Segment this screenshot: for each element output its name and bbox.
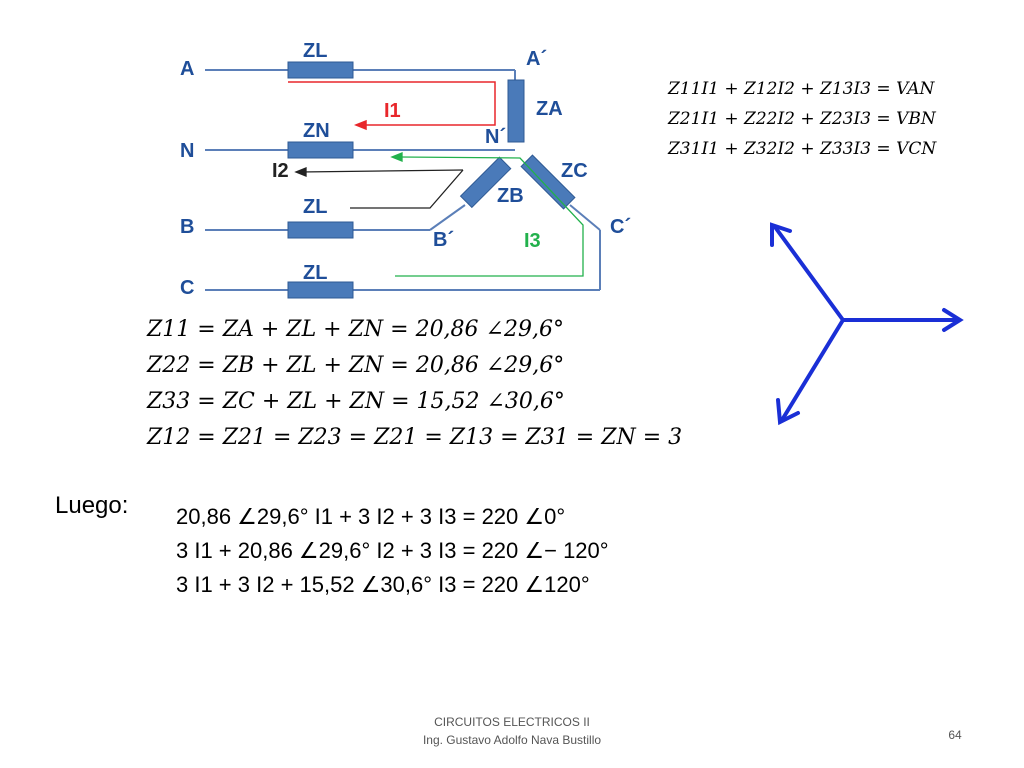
i1-loop bbox=[288, 81, 496, 126]
i2-loop-top bbox=[299, 169, 464, 173]
i1-label: I1 bbox=[384, 100, 401, 122]
footer: CIRCUITOS ELECTRICOS II Ing. Gustavo Ado… bbox=[362, 713, 662, 749]
page-number: 64 bbox=[948, 728, 962, 742]
luego-label: Luego: bbox=[55, 492, 129, 519]
i2-loop bbox=[350, 169, 464, 209]
system-equation-3: 3 I1 + 3 I2 + 15,52 ∠30,6° I3 = 220 ∠120… bbox=[176, 572, 590, 597]
system-equation-1: 20,86 ∠29,6° I1 + 3 I2 + 3 I3 = 220 ∠0° bbox=[176, 504, 566, 529]
i3-label: I3 bbox=[524, 230, 541, 252]
mesh-equation-1: Z11I1 + Z12I2 + Z13I3 = VAN bbox=[668, 79, 935, 99]
mesh-equation-3: Z31I1 + Z32I2 + Z33I3 = VCN bbox=[668, 139, 937, 159]
i3-loop bbox=[395, 156, 584, 277]
node-a-prime-label: A´ bbox=[526, 48, 548, 70]
phasor-arrowhead-a-icon bbox=[942, 308, 964, 332]
zn-resistor bbox=[287, 141, 354, 159]
i2-label: I2 bbox=[272, 160, 289, 182]
footer-course: CIRCUITOS ELECTRICOS II bbox=[434, 715, 590, 729]
zl-resistor-b bbox=[287, 221, 354, 239]
wire-c-prime bbox=[569, 204, 601, 231]
zl-resistor-a bbox=[287, 61, 354, 79]
wire-b-prime bbox=[429, 204, 466, 231]
impedance-equation-z11: Z11 = ZA + ZL + ZN = 20,86 ∠29,6° bbox=[147, 317, 564, 342]
circuit-diagram bbox=[205, 61, 601, 299]
zl-a-label: ZL bbox=[303, 40, 328, 62]
zc-label: ZC bbox=[561, 160, 588, 182]
zl-b-label: ZL bbox=[303, 196, 328, 218]
node-a-label: A bbox=[180, 58, 195, 80]
node-c-prime-label: C´ bbox=[610, 216, 632, 238]
zl-resistor-c bbox=[287, 281, 354, 299]
phasor-arrowhead-c-icon bbox=[776, 398, 800, 426]
zl-c-label: ZL bbox=[303, 262, 328, 284]
i2-arrow-icon bbox=[294, 167, 307, 177]
node-b-prime-label: B´ bbox=[433, 229, 455, 251]
system-equation-2: 3 I1 + 20,86 ∠29,6° I2 + 3 I3 = 220 ∠− 1… bbox=[176, 538, 609, 563]
impedance-equation-z33: Z33 = ZC + ZL + ZN = 15,52 ∠30,6° bbox=[147, 389, 565, 414]
node-n-label: N bbox=[180, 140, 195, 162]
impedance-equation-mutual: Z12 = Z21 = Z23 = Z21 = Z13 = Z31 = ZN =… bbox=[147, 425, 683, 450]
zb-resistor bbox=[459, 156, 512, 209]
mesh-equation-2: Z21I1 + Z22I2 + Z23I3 = VBN bbox=[668, 109, 936, 129]
za-resistor bbox=[507, 79, 525, 143]
phasor-arrow-c bbox=[780, 318, 845, 422]
i3-arrow-icon bbox=[390, 152, 403, 162]
za-label: ZA bbox=[536, 98, 563, 120]
footer-author: Ing. Gustavo Adolfo Nava Bustillo bbox=[422, 733, 602, 747]
zb-label: ZB bbox=[497, 185, 524, 207]
node-n-prime-label: N´ bbox=[485, 126, 507, 148]
phasor-diagram bbox=[770, 222, 964, 426]
phasor-arrowhead-b-icon bbox=[770, 222, 792, 247]
node-b-label: B bbox=[180, 216, 195, 238]
impedance-equation-z22: Z22 = ZB + ZL + ZN = 20,86 ∠29,6° bbox=[147, 353, 565, 378]
zc-resistor bbox=[520, 154, 576, 210]
i1-arrow-icon bbox=[353, 119, 367, 131]
phasor-arrow-b bbox=[773, 225, 845, 322]
node-c-label: C bbox=[180, 277, 195, 299]
zn-label: ZN bbox=[303, 120, 330, 142]
